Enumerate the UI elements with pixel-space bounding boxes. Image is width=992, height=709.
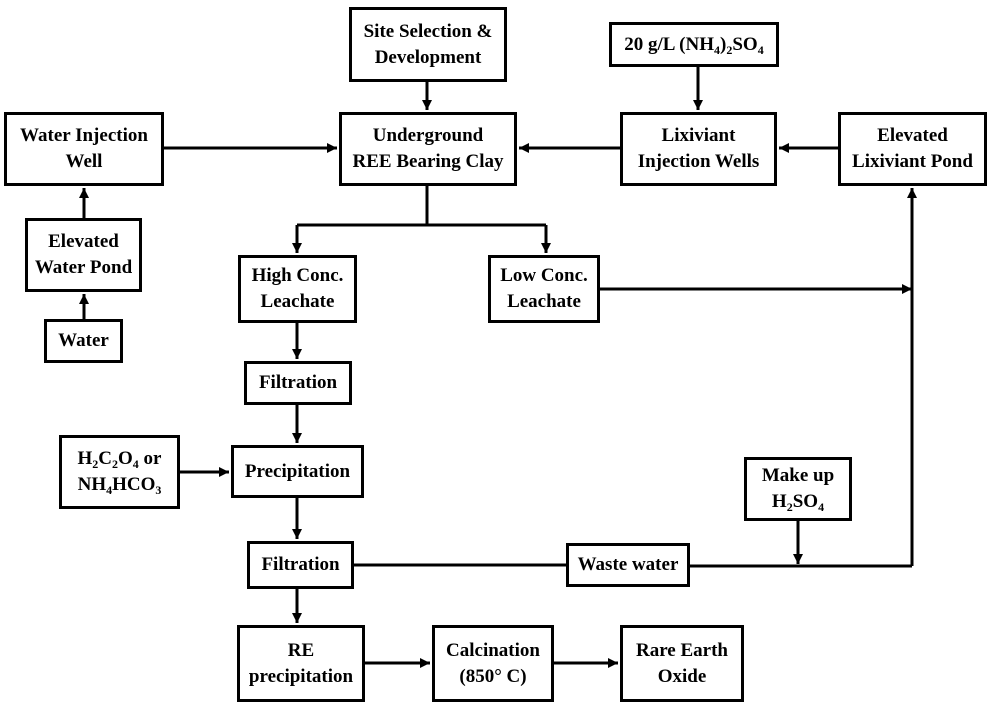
node-label-line: Lixiviant Pond	[852, 151, 973, 172]
node-label: High Conc. Leachate	[252, 263, 344, 315]
node-label: Site Selection & Development	[364, 19, 493, 71]
node-label: Precipitation	[245, 459, 350, 485]
node-waste-water: Waste water	[566, 543, 690, 587]
node-label-line: H2SO4	[762, 489, 834, 515]
text-segment: H	[771, 491, 787, 512]
node-label-line: precipitation	[248, 665, 354, 687]
node-label: Water	[58, 328, 109, 354]
node-label-line: Water Pond	[34, 257, 133, 278]
node-label-line: Rare Earth	[636, 639, 728, 661]
node-label-line: Oxide	[657, 665, 707, 687]
subscript: 4	[714, 42, 721, 57]
node-water: Water	[44, 319, 123, 363]
node-label: RE precipitation	[249, 638, 353, 690]
node-label-line: H2C2O4 or	[78, 446, 162, 472]
node-label: 20 g/L (NH4)2SO4	[624, 32, 763, 58]
node-re-precipitation: RE precipitation	[237, 625, 365, 702]
node-low-conc-leachate: Low Conc. Leachate	[488, 255, 600, 323]
node-label-line: Precipitation	[244, 460, 351, 482]
node-filtration-1: Filtration	[244, 361, 352, 405]
node-label-line: Waste water	[577, 554, 679, 575]
node-label-line: Elevated	[877, 125, 948, 146]
node-label-line: Injection Wells	[637, 151, 760, 172]
node-calcination: Calcination (850° C)	[432, 625, 554, 702]
subscript: 3	[155, 483, 162, 497]
node-label-line: Filtration	[258, 372, 338, 393]
text-segment: H	[77, 448, 93, 469]
node-label-line: Lixiviant	[661, 125, 736, 146]
node-label-line: Low Conc.	[500, 265, 588, 286]
node-label-line: NH4HCO3	[78, 472, 162, 498]
node-reagent: 20 g/L (NH4)2SO4	[609, 22, 779, 67]
node-label-line: Filtration	[261, 554, 340, 575]
subscript: 2	[786, 500, 793, 514]
node-label-line: Water	[58, 330, 109, 351]
node-label-line: High Conc.	[251, 265, 344, 286]
text-segment: )	[720, 33, 727, 55]
text-segment: C	[98, 448, 113, 469]
node-label-line: Leachate	[260, 291, 335, 312]
node-label-line: Site Selection &	[363, 20, 493, 42]
node-label-line: Leachate	[507, 291, 581, 312]
node-label: Low Conc. Leachate	[500, 263, 588, 315]
node-label: Filtration	[259, 370, 337, 396]
subscript: 2	[92, 457, 99, 471]
node-label-line: Underground	[372, 125, 484, 146]
node-label-line: 20 g/L (NH4)2SO4	[624, 32, 763, 58]
node-label-line: Development	[374, 46, 482, 68]
node-filtration-2: Filtration	[247, 541, 354, 589]
node-make-up: Make up H2SO4	[744, 457, 852, 521]
subscript: 4	[757, 42, 764, 57]
text-segment: 20 g/L (NH	[624, 33, 715, 55]
text-segment: or	[138, 448, 162, 469]
text-segment: NH	[77, 474, 107, 495]
node-label-line: Elevated	[48, 231, 119, 252]
node-label-line: RE	[287, 639, 315, 661]
node-label: Waste water	[578, 552, 679, 578]
text-segment: O	[118, 448, 133, 469]
node-label: Make up H2SO4	[762, 463, 834, 515]
node-label: Calcination (850° C)	[446, 638, 540, 690]
node-label: Filtration	[261, 552, 339, 578]
node-label-line: REE Bearing Clay	[352, 151, 504, 172]
subscript: 4	[818, 500, 825, 514]
node-precipitation: Precipitation	[231, 445, 364, 498]
node-label-line: Water Injection	[20, 125, 148, 146]
node-label-line: Make up	[761, 465, 835, 486]
text-segment: SO	[792, 491, 819, 512]
text-segment: HCO	[112, 474, 156, 495]
subscript: 4	[106, 483, 113, 497]
node-label-line: Well	[65, 151, 103, 172]
subscript: 2	[112, 457, 119, 471]
node-label-line: Calcination	[446, 639, 540, 661]
subscript: 4	[132, 457, 139, 471]
node-high-conc-leachate: High Conc. Leachate	[238, 255, 357, 323]
text-segment: SO	[732, 33, 758, 55]
subscript: 2	[726, 42, 733, 57]
node-label-line: (850° C)	[459, 665, 527, 687]
node-site-selection: Site Selection & Development	[349, 7, 507, 82]
